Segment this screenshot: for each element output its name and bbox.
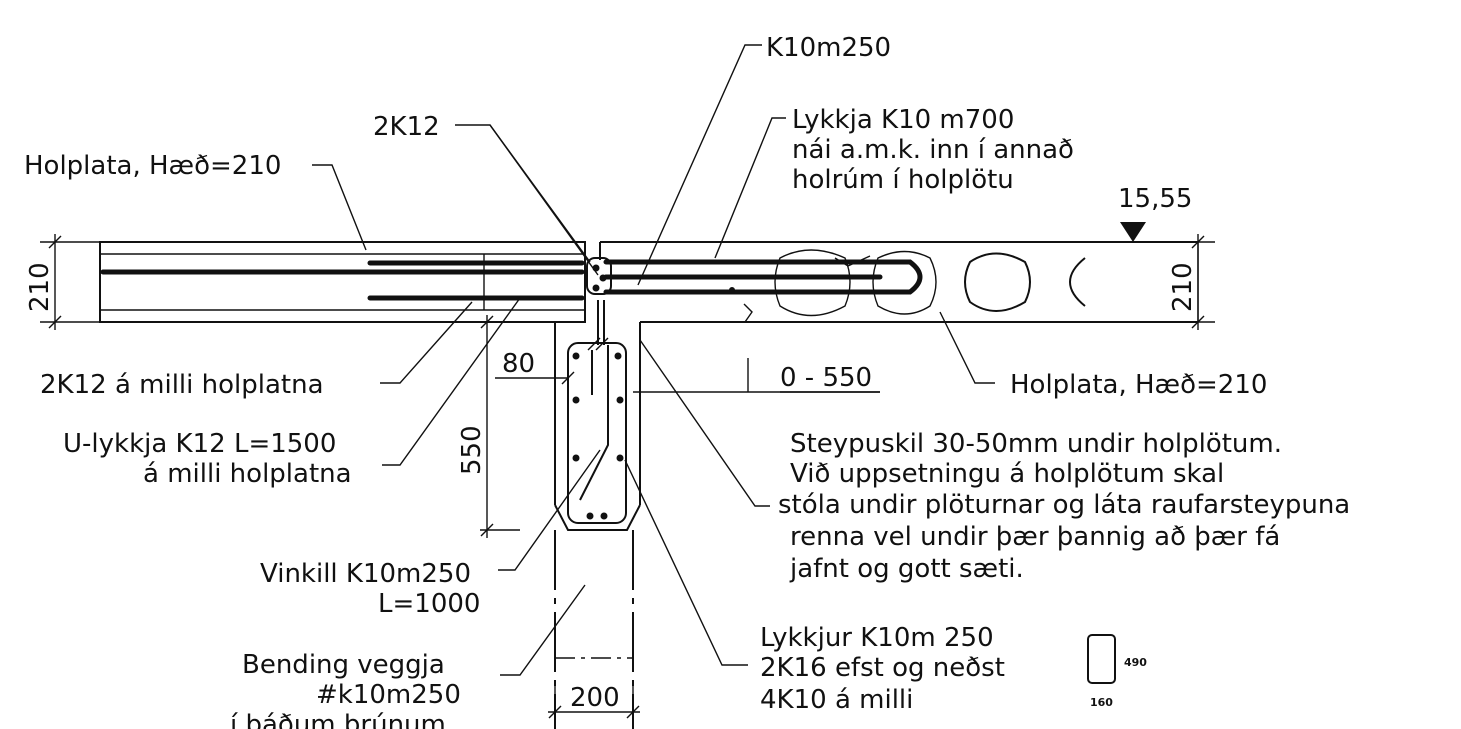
- label-vinkill-line1: Vinkill K10m250: [260, 559, 471, 589]
- label-u-lykkja-line1: U-lykkja K12 L=1500: [63, 429, 336, 459]
- label-vinkill-line2: L=1000: [378, 589, 480, 619]
- label-lykkja-line1: Lykkja K10 m700: [792, 105, 1014, 135]
- dim-210-left: 210: [25, 262, 55, 312]
- label-steypuskil-line3: stóla undir plöturnar og láta raufarstey…: [778, 490, 1350, 520]
- label-lykkjur-line1: Lykkjur K10m 250: [760, 623, 994, 653]
- stirrup-width-label: 160: [1090, 696, 1113, 709]
- hollow-core-slab-right: [599, 241, 1198, 323]
- dim-80: 80: [502, 349, 535, 379]
- hollow-core-slab-left: [99, 241, 586, 323]
- dim-550: 550: [457, 425, 487, 475]
- label-lykkjur-line3: 4K10 á milli: [760, 685, 913, 715]
- label-lykkja-line2: nái a.m.k. inn í annað: [792, 135, 1074, 165]
- label-2k12-between: 2K12 á milli holplatna: [40, 370, 324, 400]
- label-u-lykkja-line2: á milli holplatna: [143, 459, 352, 489]
- dim-200: 200: [570, 683, 620, 713]
- leader-lines: [312, 44, 995, 676]
- label-steypuskil-line4: renna vel undir þær þannig að þær fá: [790, 522, 1280, 552]
- label-steypuskil-line1: Steypuskil 30-50mm undir holplötum.: [790, 429, 1282, 459]
- label-lykkja-line3: holrúm í holplötu: [792, 165, 1014, 195]
- label-k10m250-top: K10m250: [766, 33, 891, 63]
- dimension-lines: [40, 222, 1215, 720]
- label-steypuskil-line5: jafnt og gott sæti.: [789, 554, 1024, 584]
- label-holplata-left: Holplata, Hæð=210: [24, 151, 281, 181]
- wall-beam: [554, 300, 641, 729]
- label-lykkjur-line2: 2K16 efst og neðst: [760, 653, 1005, 683]
- dim-210-right: 210: [1168, 262, 1198, 312]
- label-bending-line1: Bending veggja: [242, 650, 445, 680]
- label-steypuskil-line2: Við uppsetningu á holplötum skal: [790, 459, 1224, 489]
- label-holplata-right: Holplata, Hæð=210: [1010, 370, 1267, 400]
- dim-0-550: 0 - 550: [780, 363, 872, 393]
- label-elevation: 15,55: [1118, 184, 1192, 214]
- stirrup-height-label: 490: [1124, 656, 1147, 669]
- label-bending-line2: #k10m250: [316, 680, 461, 710]
- label-bending-line3: í báðum brúnum: [230, 710, 446, 729]
- label-2k12: 2K12: [373, 112, 440, 142]
